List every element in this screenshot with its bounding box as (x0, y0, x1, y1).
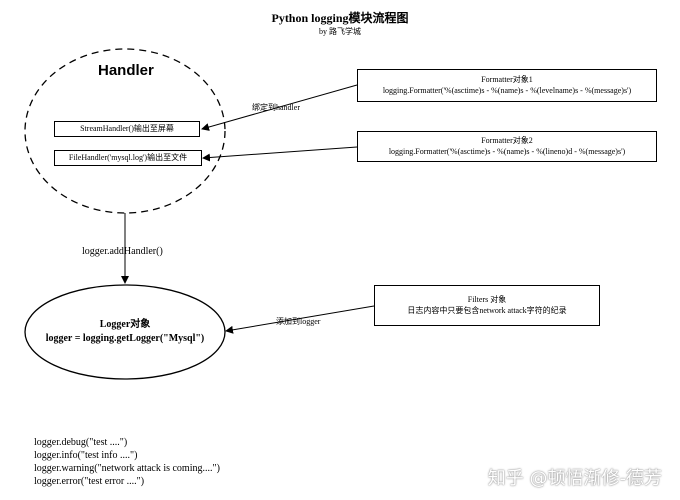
code-line: logger.error("test error ....") (34, 476, 145, 487)
code-line: logger.debug("test ....") (34, 437, 128, 448)
filters-title: Filters 对象 (467, 295, 507, 304)
code-block: logger.debug("test ....") logger.info("t… (34, 436, 220, 488)
diagram-title: Python logging模块流程图 (271, 11, 409, 25)
formatter1-title: Formatter对象1 (481, 75, 533, 84)
logger-code: logger = logging.getLogger("Mysql") (45, 333, 205, 344)
add-handler-label: logger.addHandler() (82, 246, 163, 257)
formatter2-code: logging.Formatter('%(asctime)s - %(name)… (388, 147, 626, 156)
logger-title: Logger对象 (99, 319, 151, 330)
watermark: 知乎 @顿悟渐修-德芳 (487, 468, 662, 489)
code-line: logger.info("test info ....") (34, 450, 138, 461)
add-to-logger-label: 添加到logger (276, 317, 321, 326)
handler-group-title: Handler (98, 62, 154, 79)
bind-to-handler-label: 绑定到handler (252, 103, 300, 112)
code-line: logger.warning("network attack is coming… (34, 463, 220, 474)
formatter1-box: Formatter对象1 logging.Formatter('%(asctim… (357, 69, 657, 102)
file-handler-label: FileHandler('mysql.log')输出至文件 (68, 153, 188, 162)
formatter1-code: logging.Formatter('%(asctime)s - %(name)… (382, 86, 632, 95)
filters-box: Filters 对象 日志内容中只要包含network attack字符的纪录 (374, 285, 600, 326)
formatter2-title: Formatter对象2 (481, 136, 533, 145)
handler-group-ellipse (24, 48, 226, 214)
diagram-subtitle: by 路飞学城 (319, 27, 361, 36)
stream-handler-label: StreamHandler()输出至屏幕 (80, 124, 174, 133)
filters-to-logger-arrow (225, 305, 375, 334)
formatter1-to-stream-arrow (201, 84, 358, 131)
stream-handler-box: StreamHandler()输出至屏幕 (54, 121, 200, 137)
logger-ellipse (24, 284, 226, 380)
logger-node: Logger对象 logger = logging.getLogger("Mys… (25, 318, 225, 346)
filters-desc: 日志内容中只要包含network attack字符的纪录 (407, 306, 567, 315)
formatter2-box: Formatter对象2 logging.Formatter('%(asctim… (357, 131, 657, 162)
file-handler-box: FileHandler('mysql.log')输出至文件 (54, 150, 202, 166)
formatter2-to-file-arrow (202, 146, 358, 162)
